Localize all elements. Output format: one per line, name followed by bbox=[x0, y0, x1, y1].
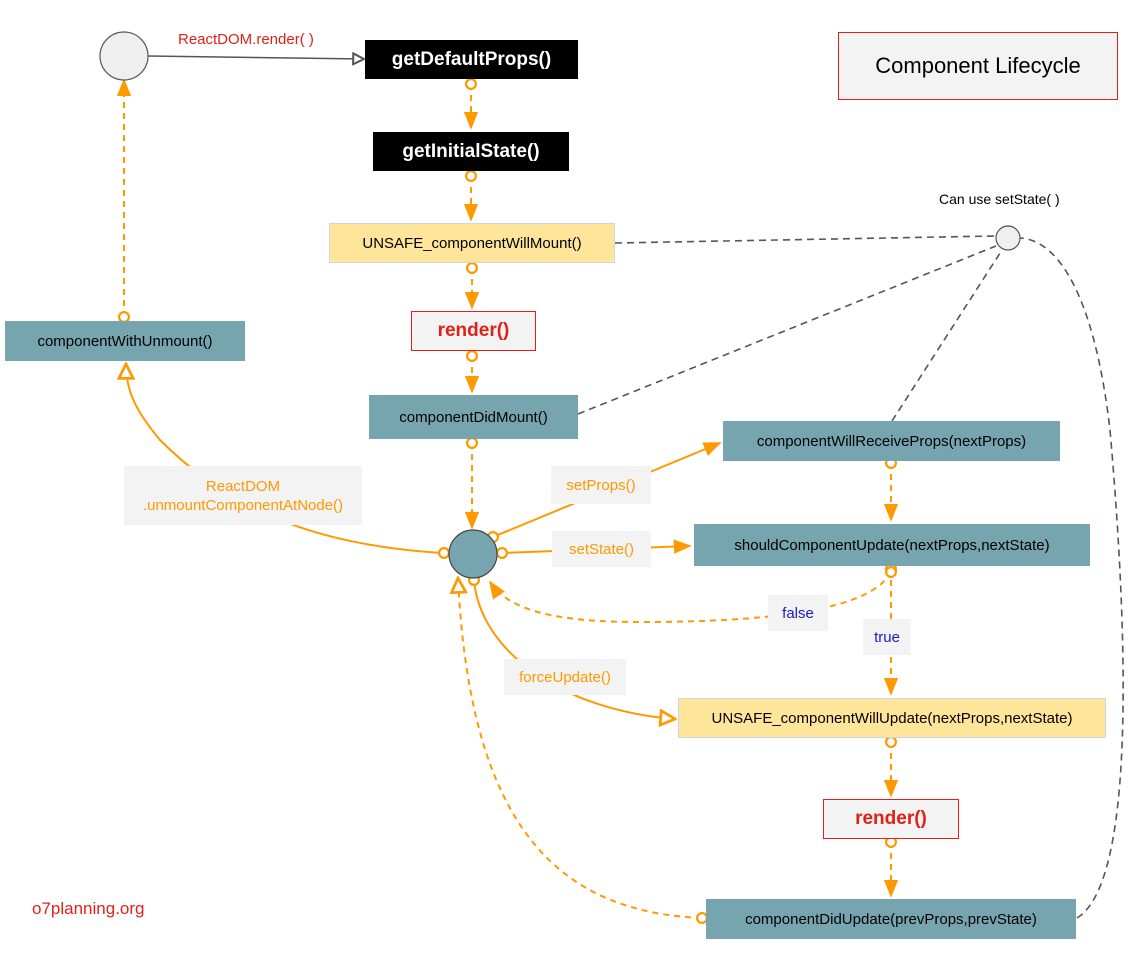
node-component-with-unmount: componentWithUnmount() bbox=[5, 321, 245, 361]
can-use-setstate-circle bbox=[995, 225, 1021, 251]
edge-receive-setstate bbox=[891, 249, 1003, 422]
label-true: true bbox=[863, 619, 911, 655]
node-component-will-update: UNSAFE_componentWillUpdate(nextProps,nex… bbox=[678, 698, 1106, 738]
update-hub-circle bbox=[448, 529, 498, 579]
label-unmount-line1: ReactDOM bbox=[205, 477, 281, 495]
edge-didmount-setstate bbox=[577, 245, 997, 415]
label-force-update: forceUpdate() bbox=[504, 659, 626, 695]
node-render-update: render() bbox=[823, 799, 959, 839]
node-component-did-mount: componentDidMount() bbox=[369, 395, 578, 439]
node-component-did-update: componentDidUpdate(prevProps,prevState) bbox=[706, 899, 1076, 939]
label-false: false bbox=[768, 595, 828, 631]
start-circle bbox=[99, 31, 149, 81]
node-component-will-mount: UNSAFE_componentWillMount() bbox=[329, 223, 615, 263]
annotation-can-use-setstate: Can use setState( ) bbox=[939, 191, 1060, 207]
label-set-props: setProps() bbox=[551, 466, 651, 504]
label-unmount-component-at-node: ReactDOM .unmountComponentAtNode() bbox=[124, 466, 362, 525]
edge-didupdate-to-hub bbox=[458, 578, 702, 918]
node-render-mount: render() bbox=[411, 311, 536, 351]
diagram-title: Component Lifecycle bbox=[838, 32, 1118, 100]
edge-forceupdate bbox=[474, 580, 675, 719]
edge-willmount-setstate bbox=[614, 235, 996, 244]
edge-reactdom-render bbox=[147, 56, 364, 59]
watermark: o7planning.org bbox=[32, 899, 145, 918]
label-set-state: setState() bbox=[552, 531, 651, 567]
node-should-component-update: shouldComponentUpdate(nextProps,nextStat… bbox=[694, 524, 1090, 566]
label-reactdom-render: ReactDOM.render( ) bbox=[178, 31, 314, 48]
node-component-will-receive-props: componentWillReceiveProps(nextProps) bbox=[723, 421, 1060, 461]
node-get-default-props: getDefaultProps() bbox=[365, 40, 578, 79]
label-unmount-line2: .unmountComponentAtNode() bbox=[142, 496, 344, 514]
edge-didupdate-setstate bbox=[1019, 237, 1124, 919]
edge-false-loop bbox=[489, 565, 898, 624]
node-get-initial-state: getInitialState() bbox=[373, 132, 569, 171]
